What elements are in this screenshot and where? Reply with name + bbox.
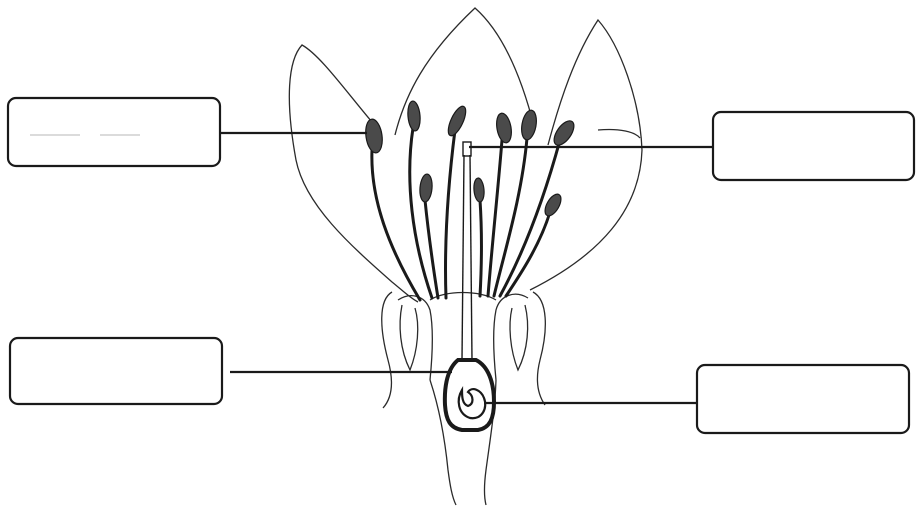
anther bbox=[473, 178, 485, 203]
pistil bbox=[445, 142, 494, 430]
stigma bbox=[463, 142, 471, 156]
sepal-left-loop bbox=[400, 305, 418, 370]
anther bbox=[445, 104, 469, 138]
petal-right-fold bbox=[598, 129, 640, 138]
ovary bbox=[445, 360, 494, 430]
filament bbox=[500, 140, 560, 296]
anther bbox=[520, 109, 539, 141]
anther bbox=[495, 112, 514, 144]
style-right bbox=[470, 155, 472, 360]
label-box-top-right[interactable] bbox=[713, 112, 914, 180]
label-box-top-left[interactable] bbox=[8, 98, 220, 166]
sepal-left-outer bbox=[382, 292, 392, 408]
label-box-bottom-left[interactable] bbox=[10, 338, 222, 404]
sepal-right-loop bbox=[510, 305, 528, 370]
style-left bbox=[462, 155, 464, 360]
sepal-right-outer bbox=[533, 292, 545, 405]
petal-right bbox=[530, 20, 642, 290]
ovule bbox=[459, 389, 486, 418]
filament bbox=[480, 200, 482, 296]
anther bbox=[419, 174, 433, 203]
anther bbox=[407, 101, 422, 132]
anther bbox=[542, 192, 564, 219]
anther bbox=[364, 118, 385, 154]
filament bbox=[410, 128, 432, 298]
filament bbox=[445, 130, 455, 298]
label-box-bottom-right[interactable] bbox=[697, 365, 909, 433]
